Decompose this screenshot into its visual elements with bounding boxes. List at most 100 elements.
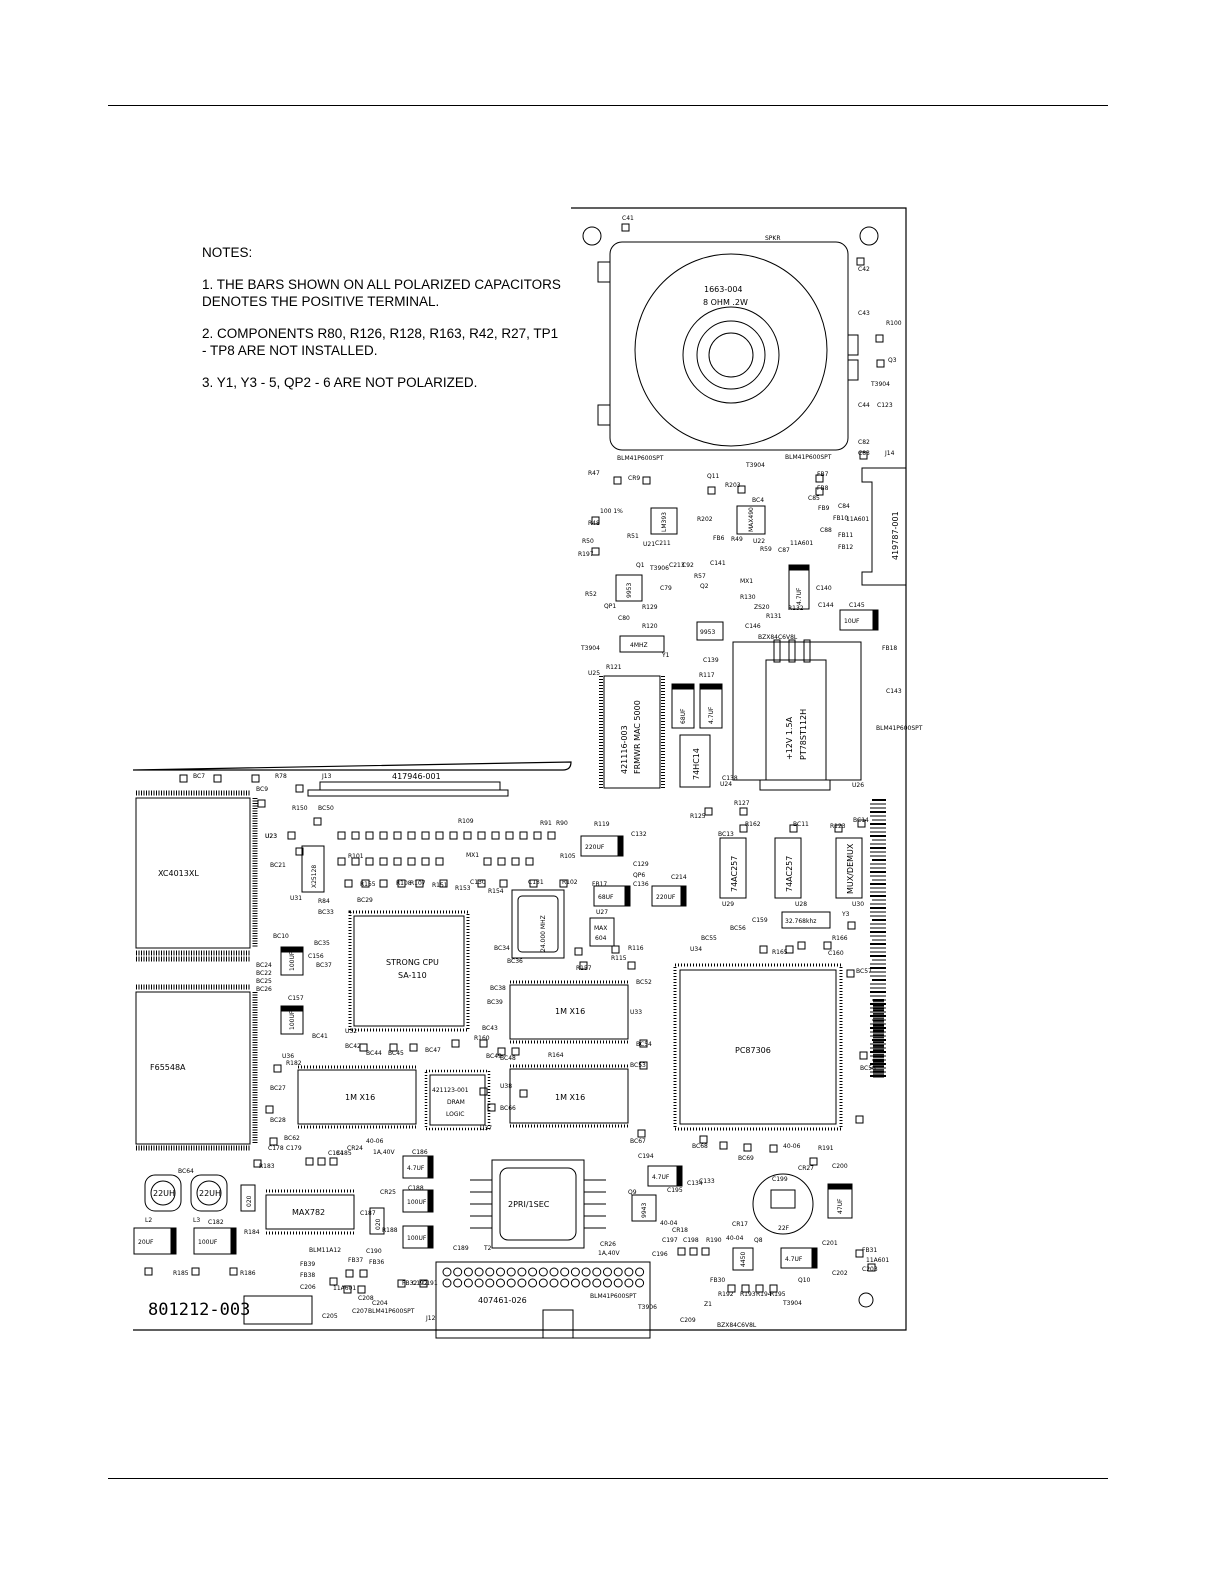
smd-pad <box>179 774 188 783</box>
smd-pad <box>415 879 424 888</box>
ref-designator: C123 <box>877 402 893 409</box>
ref-designator: FB9 <box>818 505 830 512</box>
smd-pad <box>337 831 346 840</box>
ref-designator: 40-06 <box>783 1143 801 1150</box>
ref-designator: BLM11A12 <box>309 1247 341 1254</box>
smd-pad <box>229 1267 238 1276</box>
logic-chips-row <box>719 837 863 899</box>
ref-designator: R50 <box>582 538 594 545</box>
ref-designator: R129 <box>642 604 658 611</box>
smd-pad <box>295 784 304 793</box>
ref-designator: U29 <box>722 901 734 908</box>
smd-pad <box>365 831 374 840</box>
l3-value: 22UH <box>199 1189 221 1198</box>
ref-designator: FB36 <box>369 1259 384 1266</box>
capacitor-value: 4.7UF <box>796 587 803 605</box>
dram-logic-name: DRAM <box>447 1099 465 1106</box>
j12-pin <box>570 1267 580 1277</box>
fpga-chip <box>135 790 258 956</box>
ref-designator: R203 <box>725 482 741 489</box>
speaker-ref: SPKR <box>765 235 781 242</box>
j12-pins <box>442 1267 645 1288</box>
hc257b-label: 74AC257 <box>785 856 794 892</box>
smd-pad <box>857 819 866 828</box>
ref-designator: BC54 <box>636 1041 652 1048</box>
smd-pad <box>755 1284 764 1293</box>
notes-block: NOTES: 1. THE BARS SHOWN ON ALL POLARIZE… <box>202 244 562 406</box>
crystal-4mhz <box>619 635 665 653</box>
smd-pad <box>421 857 430 866</box>
j12-pin <box>549 1278 559 1288</box>
ref-designator: BC27 <box>270 1085 286 1092</box>
smd-pad <box>273 1064 282 1073</box>
max782-chip <box>265 1189 355 1235</box>
j12-pin <box>635 1278 645 1288</box>
ref-designator: BC39 <box>487 999 503 1006</box>
ref-designator: R193 <box>740 1291 756 1298</box>
ref-designator: BC21 <box>270 862 286 869</box>
ref-designator: BC47 <box>425 1047 441 1054</box>
capacitor-value: 20UF <box>138 1239 154 1246</box>
smd-pad <box>574 947 583 956</box>
ref-designator: C159 <box>752 917 768 924</box>
smd-pad <box>397 879 406 888</box>
ref-designator: BC53 <box>630 1062 646 1069</box>
ref-designator: BC41 <box>312 1033 328 1040</box>
ref-designator: FB38 <box>300 1272 315 1279</box>
battery-value: 22F <box>778 1225 790 1232</box>
ref-designator: ZS20 <box>754 604 770 611</box>
smd-pad <box>144 1267 153 1276</box>
ref-designator: C92 <box>682 562 694 569</box>
ref-designator: CR17 <box>732 1221 748 1228</box>
ref-designator: BC68 <box>692 1143 708 1150</box>
regulator <box>732 639 862 791</box>
ref-designator: R91 <box>540 820 552 827</box>
j12-pin <box>570 1278 580 1288</box>
crystal-4-label: 4MHZ <box>630 642 648 649</box>
j12-pin <box>613 1278 623 1288</box>
smd-pad <box>287 831 296 840</box>
board-outline <box>132 207 907 1331</box>
ref-designator: C208 <box>358 1295 374 1302</box>
ref-designator: C134 <box>687 1180 703 1187</box>
cpu-label-2: SA-110 <box>398 971 427 980</box>
smd-pad <box>477 879 486 888</box>
ref-designator: R188 <box>382 1227 398 1234</box>
dram-logic-part: 421123-001 <box>432 1087 469 1094</box>
ref-designator: C141 <box>710 560 726 567</box>
smd-pad <box>847 921 856 930</box>
ref-designator: BC69 <box>738 1155 754 1162</box>
ref-designator: 40-06 <box>366 1138 384 1145</box>
capacitor-value: 4.7UF <box>785 1256 803 1263</box>
j12-pin <box>635 1267 645 1277</box>
ref-designator: U31 <box>290 895 302 902</box>
ref-designator: C207 <box>352 1308 368 1315</box>
superio-chip <box>673 963 843 1131</box>
ref-designator: C132 <box>631 831 647 838</box>
ref-designator: R52 <box>585 591 597 598</box>
smd-pad <box>329 1277 338 1286</box>
ref-designator: U32 <box>345 1028 357 1035</box>
max782-label: MAX782 <box>292 1208 325 1217</box>
capacitor-value: 68UF <box>598 894 614 901</box>
ref-designator: C157 <box>288 995 304 1002</box>
ref-designator: U27 <box>596 909 608 916</box>
ref-designator: FB6 <box>713 535 725 542</box>
ref-designator: C205 <box>322 1313 338 1320</box>
ref-designator: U21 <box>643 541 655 548</box>
j12-pin <box>603 1278 612 1288</box>
smd-pad <box>435 857 444 866</box>
ref-designator: C133 <box>699 1178 715 1185</box>
j12-pin <box>485 1278 495 1288</box>
ref-designator: U24 <box>720 781 732 788</box>
j12-pin <box>581 1267 591 1277</box>
firmware-name: FRMWR MAC 5000 <box>633 700 642 774</box>
j12-pin <box>624 1267 634 1277</box>
smd-pad <box>497 1047 506 1056</box>
ref-designator: C144 <box>818 602 834 609</box>
ref-designator: C194 <box>638 1153 654 1160</box>
smd-pad <box>533 831 542 840</box>
ref-designator: C188 <box>408 1185 424 1192</box>
capacitor <box>240 1184 256 1212</box>
smd-pad <box>213 774 222 783</box>
